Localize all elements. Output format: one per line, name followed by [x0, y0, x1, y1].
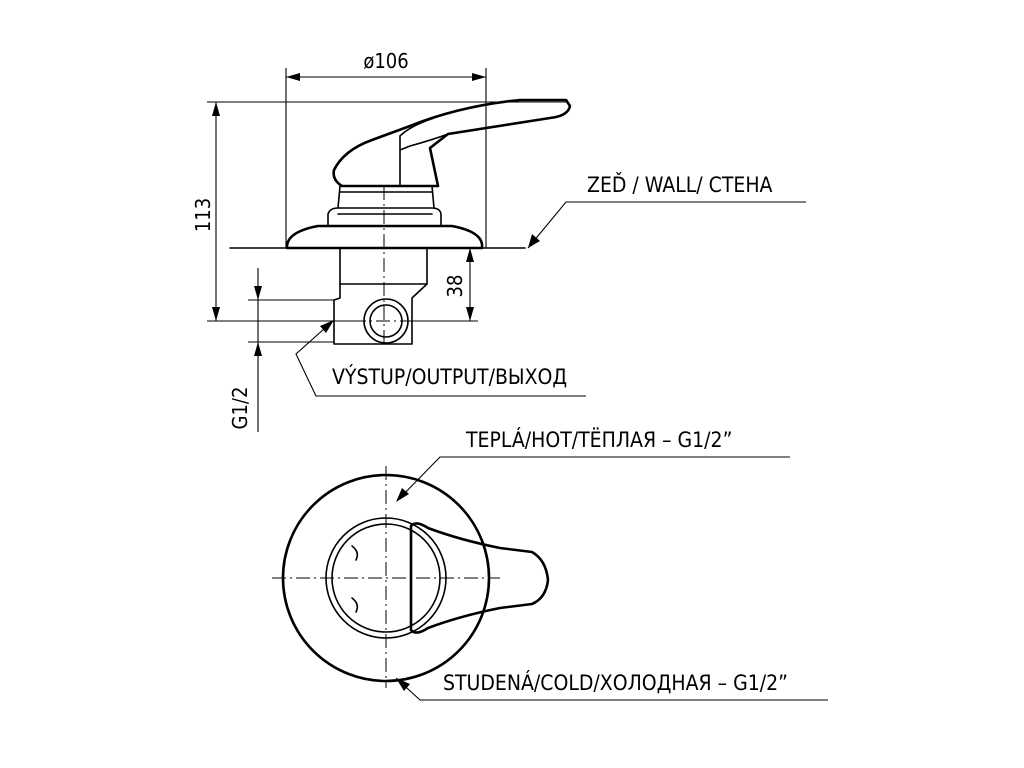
- depth-arrow-bottom: [466, 307, 474, 321]
- cold-leader-arrow: [396, 678, 410, 691]
- hot-leader: [397, 456, 790, 501]
- lever-handle: [332, 98, 572, 188]
- cover-plate: [285, 224, 484, 250]
- lever-detail: [399, 117, 435, 187]
- wall-label: ZEĎ / WALL/ СТЕНА: [587, 172, 773, 197]
- arrow-top: [212, 102, 220, 116]
- side-view: ø106 113 38 G1/2 ZEĎ / WALL/ СТЕНА VÝSTU…: [191, 49, 806, 432]
- outlet-fitting: [333, 283, 428, 345]
- depth-arrow-top: [466, 248, 474, 262]
- output-label: VÝSTUP/OUTPUT/ВЫХОД: [332, 364, 567, 389]
- wall-leader-arrow: [528, 234, 540, 248]
- depth-label: 38: [443, 275, 467, 298]
- output-leader-arrow: [320, 320, 334, 333]
- thread-arrow-bottom: [254, 342, 262, 356]
- diameter-label: ø106: [363, 49, 408, 73]
- arrow-bottom: [212, 307, 220, 321]
- lever-edge: [399, 133, 449, 151]
- body-base: [337, 185, 435, 209]
- thread-label: G1/2: [228, 387, 252, 430]
- front-view: TEPLÁ/HOT/ТЁПЛАЯ – G1/2” STUDENÁ/COLD/ХО…: [272, 427, 828, 701]
- hot-label: TEPLÁ/HOT/ТЁПЛАЯ – G1/2”: [465, 427, 732, 452]
- cold-marker-icon: [351, 597, 359, 613]
- cold-label: STUDENÁ/COLD/ХОЛОДНАЯ – G1/2”: [443, 670, 788, 695]
- hot-leader-arrow: [396, 488, 409, 502]
- arrow-left: [286, 73, 300, 81]
- height-label: 113: [191, 198, 215, 232]
- arrow-right: [472, 73, 486, 81]
- output-leader: [295, 319, 586, 397]
- lever-front: [409, 522, 550, 634]
- cover-plate-ring: [327, 207, 442, 227]
- thread-arrow-top: [254, 286, 262, 300]
- wall-leader: [527, 201, 806, 249]
- hot-marker-icon: [351, 545, 359, 561]
